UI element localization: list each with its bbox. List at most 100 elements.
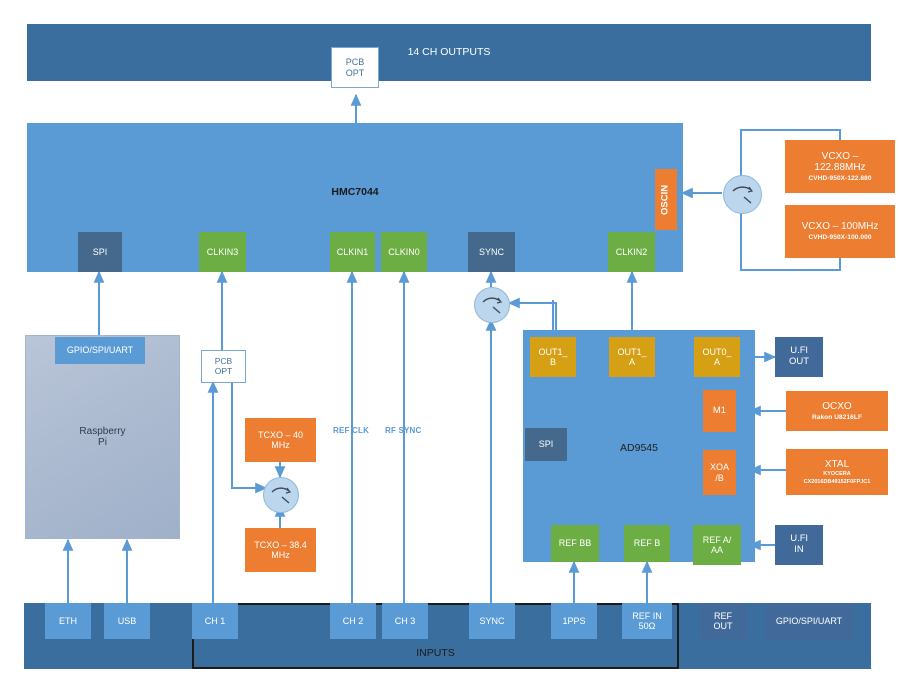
ad9545-spi-label: SPI xyxy=(538,439,554,450)
inputs-group-label: INPUTS xyxy=(416,647,455,660)
gpio-bottom-label: GPIO/SPI/UART xyxy=(775,615,843,626)
hmc7044-port-clkin0[interactable]: CLKIN0 xyxy=(381,232,427,272)
pcb-opt-top[interactable]: PCB OPT xyxy=(331,47,379,88)
vcxo-122-part: CVHD-950X-122.880 xyxy=(808,175,872,183)
refout-line2: OUT xyxy=(713,621,733,631)
bottom-port-refin[interactable]: REF IN 50Ω xyxy=(622,603,672,639)
ufl-out-block[interactable]: U.Fl OUT xyxy=(775,337,823,377)
hmc7044-port-sync-label: SYNC xyxy=(478,246,504,257)
refbb-label: REF BB xyxy=(558,538,592,549)
bottom-port-ch1[interactable]: CH 1 xyxy=(192,603,238,639)
xtal-block[interactable]: XTAL KYOCERA CX2016DB49152F0FPJC1 xyxy=(786,449,888,495)
ad9545-port-m1[interactable]: M1 xyxy=(703,390,736,432)
oscin-label: OSCIN xyxy=(659,184,671,215)
inputs-group: INPUTS xyxy=(192,603,679,669)
hmc7044-port-spi[interactable]: SPI xyxy=(78,232,122,272)
out1a-line1: OUT1_ xyxy=(617,346,647,357)
top-output-bar-label: 14 CH OUTPUTS xyxy=(407,45,491,58)
raspberry-pi-line2: Pi xyxy=(98,437,107,448)
ocxo-title: OCXO xyxy=(822,400,852,412)
sync-in-label: SYNC xyxy=(479,615,505,626)
vcxo-122-line2: 122.88MHz xyxy=(814,161,866,173)
ufl-in-line2: IN xyxy=(794,544,804,555)
bottom-port-sync[interactable]: SYNC xyxy=(469,603,515,639)
bottom-port-ch2[interactable]: CH 2 xyxy=(330,603,376,639)
bottom-port-ch3[interactable]: CH 3 xyxy=(382,603,428,639)
usb-label: USB xyxy=(117,615,137,626)
hmc7044-port-clkin1[interactable]: CLKIN1 xyxy=(330,232,375,272)
switch-icon xyxy=(732,186,754,204)
sync-mux-switch[interactable] xyxy=(474,287,510,323)
ad9545-port-refb[interactable]: REF B xyxy=(624,525,670,562)
ufl-in-line1: U.Fl xyxy=(790,533,808,545)
raspberry-pi-gpio-header[interactable]: GPIO/SPI/UART xyxy=(55,337,145,364)
tcxo-40-block[interactable]: TCXO – 40 MHz xyxy=(245,418,316,462)
xtal-title: XTAL xyxy=(824,459,850,471)
refin-line2: 50Ω xyxy=(638,621,656,631)
ad9545-port-out1b[interactable]: OUT1_ B xyxy=(530,337,576,377)
hmc7044-port-oscin[interactable]: OSCIN xyxy=(655,169,677,230)
tcxo-38-line2: MHz xyxy=(271,550,290,560)
vcxo-100-block[interactable]: VCXO – 100MHz CVHD-950X-100.000 xyxy=(785,205,895,258)
wire-label-ref-clk: REF CLK xyxy=(333,426,370,435)
hmc7044-port-clkin0-label: CLKIN0 xyxy=(388,246,420,257)
hmc7044-port-sync[interactable]: SYNC xyxy=(468,232,515,272)
tcxo-38-block[interactable]: TCXO – 38.4 MHz xyxy=(245,528,316,572)
ad9545-port-out0a[interactable]: OUT0_ A xyxy=(694,337,740,377)
wire-label-rf-sync: RF SYNC xyxy=(385,426,422,435)
ad9545-port-refbb[interactable]: REF BB xyxy=(551,525,599,562)
refb-label: REF B xyxy=(633,538,661,549)
hmc7044-title: HMC7044 xyxy=(331,186,379,198)
raspberry-pi-gpio-label: GPIO/SPI/UART xyxy=(66,345,134,356)
tcxo-mux-switch[interactable] xyxy=(263,477,299,513)
raspberry-pi-line1: Raspberry xyxy=(79,425,126,437)
xtal-vendor: KYOCERA xyxy=(823,471,851,478)
vcxo-122-block[interactable]: VCXO – 122.88MHz CVHD-950X-122.880 xyxy=(785,140,895,193)
tcxo-40-line1: TCXO – 40 xyxy=(257,429,304,440)
bottom-port-1pps[interactable]: 1PPS xyxy=(551,603,597,639)
refin-line1: REF IN xyxy=(632,610,662,621)
ocxo-part: Rakon U8216LF xyxy=(811,413,863,421)
oscin-mux-switch[interactable] xyxy=(723,175,762,214)
ad9545-title: AD9545 xyxy=(620,442,658,454)
raspberry-pi-block[interactable]: Raspberry Pi xyxy=(25,335,180,539)
ch1-label: CH 1 xyxy=(204,615,226,626)
pcb-opt-top-line2: OPT xyxy=(345,67,365,78)
hmc7044-port-spi-label: SPI xyxy=(92,246,108,257)
tcxo-38-line1: TCXO – 38.4 xyxy=(254,539,307,550)
hmc7044-port-clkin2-label: CLKIN2 xyxy=(615,246,648,257)
bottom-port-gpio[interactable]: GPIO/SPI/UART xyxy=(765,603,853,639)
switch-icon xyxy=(271,487,292,504)
ad9545-port-refaaa[interactable]: REF A/ AA xyxy=(693,525,741,565)
vcxo-100-line1: VCXO – 100MHz xyxy=(801,221,879,233)
xtal-part: CX2016DB49152F0FPJC1 xyxy=(803,478,871,485)
xoa-line1: XOA xyxy=(709,462,729,473)
ufl-in-block[interactable]: U.Fl IN xyxy=(775,525,823,565)
refout-line1: REF xyxy=(714,610,732,621)
ocxo-block[interactable]: OCXO Rakon U8216LF xyxy=(786,391,888,431)
ad9545-port-xoa[interactable]: XOA /B xyxy=(703,450,736,495)
hmc7044-port-clkin2[interactable]: CLKIN2 xyxy=(608,232,655,272)
pps-label: 1PPS xyxy=(562,615,586,626)
out1b-line2: B xyxy=(549,357,556,367)
out1b-line1: OUT1_ xyxy=(538,346,568,357)
ufl-out-line2: OUT xyxy=(788,356,810,367)
pcb-opt-left[interactable]: PCB OPT xyxy=(201,350,246,383)
hmc7044-port-clkin3[interactable]: CLKIN3 xyxy=(199,232,246,272)
ad9545-port-out1a[interactable]: OUT1_ A xyxy=(609,337,655,377)
bottom-port-refout[interactable]: REF OUT xyxy=(700,603,746,639)
refaaa-line1: REF A/ xyxy=(702,534,732,545)
vcxo-100-part: CVHD-950X-100.000 xyxy=(808,234,872,242)
refaaa-line2: AA xyxy=(710,545,723,555)
pcb-opt-left-line2: OPT xyxy=(214,365,233,376)
pcb-opt-left-line1: PCB xyxy=(214,355,233,366)
hmc7044-port-clkin3-label: CLKIN3 xyxy=(206,246,239,257)
bottom-port-eth[interactable]: ETH xyxy=(45,603,91,639)
out0a-line2: A xyxy=(713,357,720,367)
eth-label: ETH xyxy=(59,615,77,626)
switch-icon xyxy=(482,297,503,314)
ch3-label: CH 3 xyxy=(394,615,416,626)
ad9545-port-spi[interactable]: SPI xyxy=(525,428,567,461)
bottom-port-usb[interactable]: USB xyxy=(104,603,150,639)
